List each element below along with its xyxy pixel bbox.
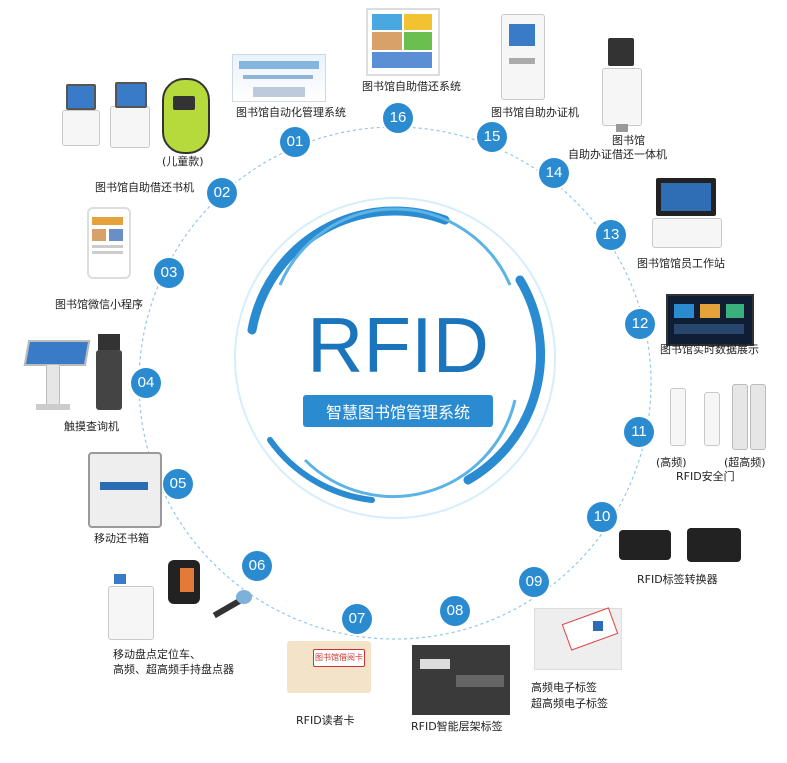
badge-07: 07 <box>342 604 372 634</box>
all-in-one-kiosk-image <box>600 38 644 132</box>
tag-converter-image <box>619 528 745 564</box>
automation-system-banner-image <box>232 54 326 102</box>
label-11: RFID安全门 <box>676 470 735 483</box>
subtitle-banner <box>303 395 493 427</box>
wechat-mini-program-phone-image <box>87 207 131 279</box>
badge-11: 11 <box>624 417 654 447</box>
outer-dashed-ring <box>138 126 652 640</box>
badge-08: 08 <box>440 596 470 626</box>
label-02-note: (儿童款) <box>162 155 204 168</box>
badge-03: 03 <box>154 258 184 288</box>
electronic-tag-image <box>534 607 622 670</box>
librarian-workstation-image <box>652 178 722 248</box>
label-16: 图书馆自助借还系统 <box>362 80 461 93</box>
badge-10: 10 <box>587 502 617 532</box>
badge-01: 01 <box>280 127 310 157</box>
badge-06: 06 <box>242 551 272 581</box>
arc-top-left <box>247 206 450 335</box>
mobile-return-box-image <box>88 452 162 528</box>
touch-query-kiosk-image <box>22 334 132 414</box>
label-10: RFID标签转换器 <box>637 573 718 586</box>
label-06-line2: 高频、超高频手持盘点器 <box>113 663 234 676</box>
realtime-data-display-image <box>666 294 754 346</box>
label-04: 触摸查询机 <box>64 420 119 433</box>
self-checkout-system-image <box>366 8 440 76</box>
label-08: RFID智能层架标签 <box>411 720 503 733</box>
label-03: 图书馆微信小程序 <box>55 298 143 311</box>
badge-14: 14 <box>539 158 569 188</box>
label-06-line1: 移动盘点定位车、 <box>113 648 201 661</box>
smart-shelf-tag-image <box>412 645 510 715</box>
label-14-line1: 图书馆 <box>612 134 645 147</box>
label-11-note-right: (超高频) <box>724 456 766 469</box>
label-05: 移动还书箱 <box>94 532 149 545</box>
inner-arc-bottom <box>303 399 517 498</box>
faint-ring <box>234 197 556 519</box>
badge-05: 05 <box>163 469 193 499</box>
label-07: RFID读者卡 <box>296 714 355 727</box>
subtitle-text: 智慧图书馆管理系统 <box>326 403 470 422</box>
label-09-line1: 高频电子标签 <box>531 681 597 694</box>
label-09-line2: 超高频电子标签 <box>531 697 608 710</box>
label-13: 图书馆馆员工作站 <box>637 257 725 270</box>
badge-09: 09 <box>519 567 549 597</box>
label-11-note-left: (高频) <box>656 456 687 469</box>
security-gate-image <box>670 384 766 456</box>
badge-15: 15 <box>477 122 507 152</box>
reader-card-image: 图书馆借阅卡 <box>287 641 371 693</box>
arc-bottom-left <box>267 437 375 503</box>
badge-16: 16 <box>383 103 413 133</box>
badge-12: 12 <box>625 309 655 339</box>
badge-04: 04 <box>131 368 161 398</box>
label-01: 图书馆自动化管理系统 <box>236 106 346 119</box>
label-12: 图书馆实时数据展示 <box>660 343 759 356</box>
label-02: 图书馆自助借还书机 <box>95 181 194 194</box>
self-card-machine-image <box>501 14 545 100</box>
arc-right <box>463 275 546 485</box>
label-15: 图书馆自助办证机 <box>491 106 579 119</box>
inventory-cart-handheld-image <box>108 560 258 642</box>
self-checkout-machines-image <box>58 78 210 158</box>
label-14-line2: 自助办证借还一体机 <box>568 148 667 161</box>
badge-13: 13 <box>596 220 626 250</box>
rfid-title: RFID <box>307 301 489 389</box>
badge-02: 02 <box>207 178 237 208</box>
reader-card-text: 图书馆借阅卡 <box>313 649 365 667</box>
inner-arc-top <box>278 207 512 286</box>
